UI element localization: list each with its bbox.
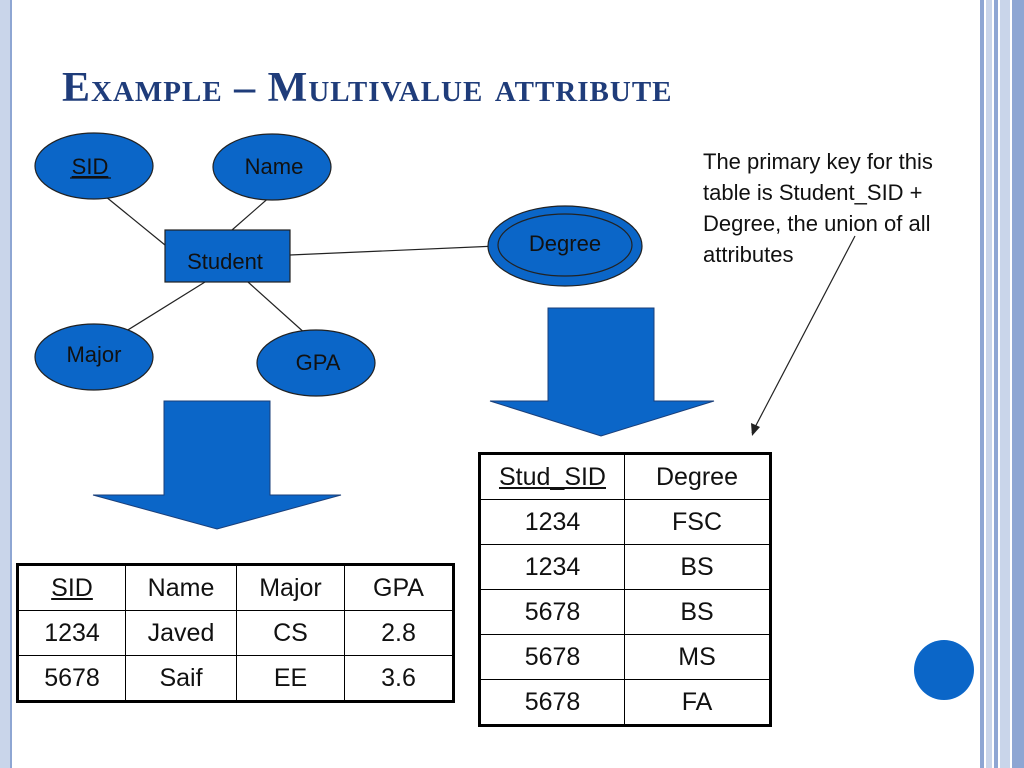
col-header-major: Major [236,564,345,611]
attr-degree-label: Degree [529,231,601,256]
table-cell: 5678 [479,634,625,680]
table-row: 5678 FA [479,679,771,726]
decorative-circle [914,640,974,700]
table-cell: FA [624,679,771,726]
table-row: 5678 BS [479,589,771,635]
table-cell: BS [624,589,771,635]
table-cell: 1234 [479,544,625,590]
table-cell: 5678 [17,655,126,702]
attr-name-label: Name [245,154,304,179]
down-arrow-right [489,307,715,437]
connector-gpa [247,281,308,336]
col-header-degree: Degree [624,453,771,500]
degree-table: Stud_SID Degree 1234 FSC 1234 BS 5678 BS… [478,452,772,727]
table-cell: MS [624,634,771,680]
attr-degree-inner-ellipse [497,213,633,277]
table-cell: EE [236,655,345,702]
left-border-band [0,0,10,768]
table-cell: 1234 [479,499,625,545]
table-cell: 2.8 [344,610,454,656]
table-cell: 5678 [479,589,625,635]
table-row: 1234 FSC [479,499,771,545]
primary-key-note: The primary key for this table is Studen… [703,149,933,267]
attr-degree-outer-ellipse [487,205,643,287]
entity-student-label: Student [187,249,263,274]
left-border-line [10,0,12,768]
table-cell: Saif [125,655,237,702]
table-row: 5678 Saif EE 3.6 [17,655,454,702]
down-arrow-left [92,400,342,530]
table-cell: 5678 [479,679,625,726]
entity-student-rect [164,229,291,283]
right-border-stripes [980,0,1024,768]
attr-gpa-label: GPA [296,350,341,375]
table-cell: 3.6 [344,655,454,702]
table-cell: Javed [125,610,237,656]
table-row: 1234 Javed CS 2.8 [17,610,454,656]
table-row: 5678 MS [479,634,771,680]
col-header-stud-sid: Stud_SID [479,453,625,500]
table-cell: BS [624,544,771,590]
attr-major-ellipse [34,323,154,391]
student-table: SID Name Major GPA 1234 Javed CS 2.8 567… [16,563,455,703]
attr-gpa-ellipse [256,329,376,397]
col-header-name: Name [125,564,237,611]
connector-major [122,281,206,334]
table-header-row: SID Name Major GPA [17,564,454,611]
note-arrow-line [751,235,856,434]
connector-name [231,194,273,231]
slide-title: Example – Multivalue attribute [62,65,673,111]
connector-sid [99,191,166,246]
table-cell: FSC [624,499,771,545]
connector-degree [289,245,498,256]
attr-major-label: Major [66,342,121,367]
table-cell: 1234 [17,610,126,656]
table-header-row: Stud_SID Degree [479,453,771,500]
attr-sid-label: SID [72,154,109,179]
col-header-gpa: GPA [344,564,454,611]
attr-name-ellipse [212,133,332,201]
table-row: 1234 BS [479,544,771,590]
table-cell: CS [236,610,345,656]
col-header-sid: SID [17,564,126,611]
attr-sid-ellipse [34,132,154,200]
note-arrow-head [751,423,760,436]
